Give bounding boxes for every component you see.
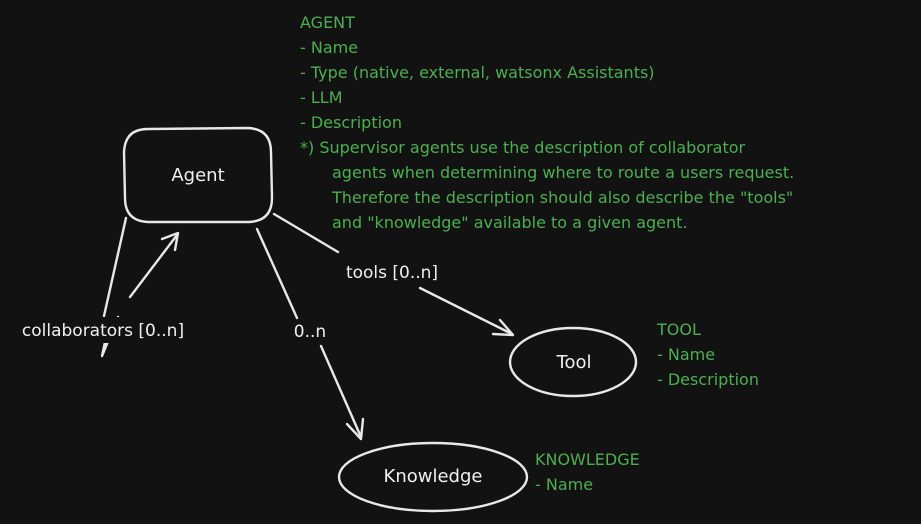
knowledge-note-line: - Name (535, 475, 593, 494)
knowledge-note-title: KNOWLEDGE (535, 450, 640, 469)
agent-note-line: and "knowledge" available to a given age… (332, 213, 688, 232)
agent-note-title: AGENT (300, 13, 355, 32)
knowledge-node-label: Knowledge (384, 466, 483, 487)
agent-note-line: *) Supervisor agents use the description… (300, 138, 746, 157)
collaborators-edge-label: collaborators [0..n] (22, 321, 184, 341)
knowledge-edge-label: 0..n (294, 322, 326, 342)
knowledge-node-shape (337, 441, 529, 513)
agent-note-line: - Name (300, 38, 358, 57)
agent-node-shape (122, 126, 274, 224)
tool-note-line: - Description (657, 370, 759, 389)
tools-edge-line (272, 212, 514, 336)
agent-note-line: - LLM (300, 88, 343, 107)
tool-node-label: Tool (556, 352, 592, 373)
agent-node-label: Agent (171, 165, 224, 186)
tool-node[interactable]: Tool (508, 326, 638, 398)
collaborators-label-bg (8, 317, 198, 343)
agent-note: AGENT - Name - Type (native, external, w… (300, 13, 794, 232)
collaborators-edge[interactable]: collaborators [0..n] (8, 216, 198, 358)
agent-node[interactable]: Agent (122, 126, 274, 224)
tools-edge-label: tools [0..n] (346, 263, 438, 283)
knowledge-edge[interactable]: 0..n (255, 227, 365, 441)
knowledge-arrowhead (345, 417, 365, 441)
knowledge-note: KNOWLEDGE - Name (535, 450, 640, 494)
tools-edge[interactable]: tools [0..n] (272, 212, 515, 337)
knowledge-edge-line (255, 227, 363, 439)
tool-note-line: - Name (657, 345, 715, 364)
tool-note: TOOL - Name - Description (656, 320, 759, 389)
tool-note-title: TOOL (656, 320, 701, 339)
tool-node-shape (508, 326, 638, 398)
collaborators-arrowhead (160, 231, 180, 252)
agent-note-line: agents when determining where to route a… (332, 163, 794, 182)
agent-note-line: Therefore the description should also de… (331, 188, 793, 207)
agent-note-line: - Type (native, external, watsonx Assist… (300, 63, 655, 82)
knowledge-node[interactable]: Knowledge (337, 441, 529, 513)
tools-arrowhead (491, 318, 515, 337)
agent-note-line: - Description (300, 113, 402, 132)
